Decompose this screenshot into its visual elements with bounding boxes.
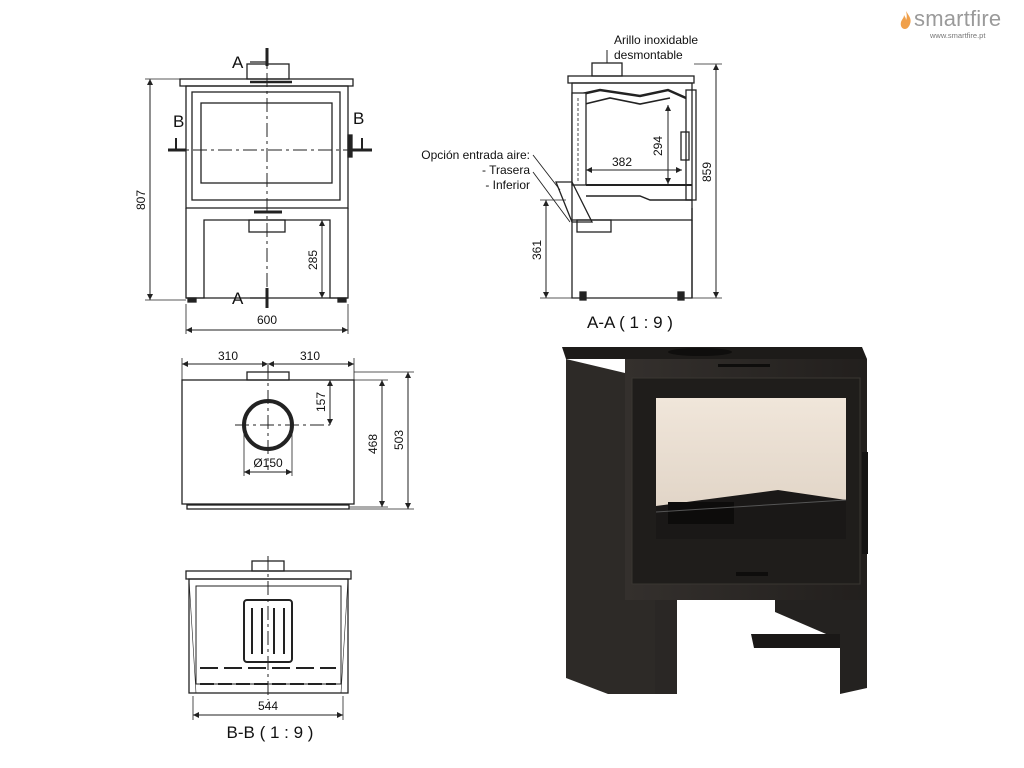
- front-section-b-right: B: [353, 109, 364, 128]
- aa-note-line1: Arillo inoxidable: [614, 33, 698, 47]
- brand-url: www.smartfire.pt: [930, 31, 986, 40]
- section-bb: [185, 556, 352, 720]
- section-aa: [532, 50, 722, 301]
- aa-door-handle: [680, 131, 690, 161]
- aa-flue-ring: [591, 62, 623, 77]
- aa-dim-height: 859: [700, 162, 714, 182]
- stove-grate: [668, 502, 734, 524]
- brand-name: smartfire: [914, 6, 1002, 31]
- front-door: [191, 91, 341, 201]
- aa-baffle: [581, 88, 687, 100]
- top-front-lip: [186, 504, 350, 510]
- aa-air-inlet: [555, 181, 594, 223]
- top-view: [181, 358, 414, 510]
- stove-leg-left: [655, 600, 677, 694]
- top-dim-half-left: 310: [218, 349, 238, 363]
- aa-air-title: Opción entrada aire:: [421, 148, 530, 162]
- flame-icon: [900, 11, 911, 29]
- aa-door: [685, 89, 697, 201]
- top-dim-flue-offset: 157: [314, 392, 328, 412]
- front-foot-left: [187, 297, 197, 303]
- aa-air-option-bottom: - Inferior: [485, 178, 530, 192]
- stove-side-panel: [566, 359, 655, 694]
- front-foot-right: [337, 297, 347, 303]
- aa-air-option-rear: - Trasera: [482, 163, 530, 177]
- top-dim-flue-diameter: Ø150: [253, 456, 283, 470]
- aa-note-line2: desmontable: [614, 48, 683, 62]
- aa-top-plate: [567, 75, 695, 84]
- aa-ash-slot: [576, 219, 612, 233]
- aa-dim-firebox-depth: 382: [612, 155, 632, 169]
- front-section-a-top: A: [232, 53, 244, 72]
- aa-grate: [586, 195, 692, 201]
- front-view: [145, 48, 372, 334]
- stove-handle: [736, 572, 768, 576]
- stove-flue-hole: [668, 348, 732, 356]
- front-dim-leg-height: 285: [306, 250, 320, 270]
- bb-dim-width: 544: [258, 699, 278, 713]
- top-dim-depth-inner: 468: [366, 434, 380, 454]
- front-dim-width: 600: [257, 313, 277, 327]
- top-dim-depth-outer: 503: [392, 430, 406, 450]
- stove-leg-right: [775, 600, 867, 694]
- aa-dim-base-height: 361: [530, 240, 544, 260]
- front-side-knob: [347, 134, 353, 158]
- bb-caption: B-B ( 1 : 9 ): [227, 723, 314, 742]
- stove-base-shelf: [751, 634, 840, 648]
- front-section-b-left: B: [173, 112, 184, 131]
- front-dim-height: 807: [134, 190, 148, 210]
- aa-back-wall: [571, 92, 587, 186]
- aa-dim-firebox-height: 294: [651, 136, 665, 156]
- aa-caption: A-A ( 1 : 9 ): [587, 313, 673, 332]
- brand-logo: smartfire www.smartfire.pt: [900, 6, 1018, 42]
- front-section-a-bottom: A: [232, 289, 244, 308]
- top-dim-half-right: 310: [300, 349, 320, 363]
- front-flue-collar: [246, 63, 290, 80]
- stove-render: [562, 347, 868, 694]
